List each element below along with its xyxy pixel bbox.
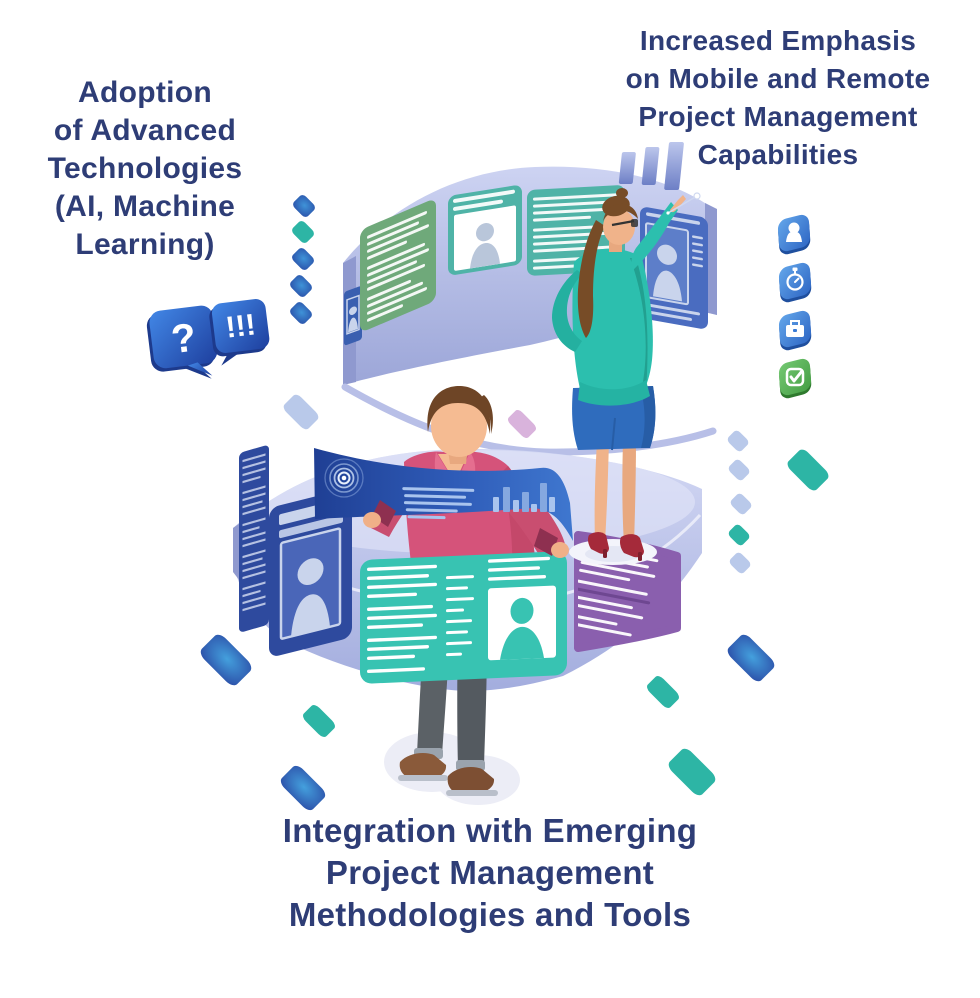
user-app-icon (777, 214, 811, 255)
stopwatch-app-icon (778, 262, 812, 303)
diamond-chain-left (290, 195, 315, 324)
briefcase-icon (786, 320, 804, 337)
exclamation-bubble: !!! (209, 299, 270, 366)
edge-photo-panel (344, 286, 362, 346)
bar-chart-icon (618, 142, 684, 190)
upper-band-front-rim (341, 383, 717, 456)
label-adoption-technologies: Adoption of Advanced Technologies (AI, M… (28, 74, 262, 264)
man-hands (363, 500, 569, 558)
teal-main-panel (360, 551, 567, 684)
diamond-accent (508, 410, 536, 438)
question-mark: ? (169, 316, 199, 363)
analytics-banner (314, 448, 573, 541)
glasses (611, 219, 635, 227)
navy-profile-panel (269, 489, 352, 656)
banner-text-lines (402, 487, 475, 520)
label-line: on Mobile and Remote (625, 63, 931, 94)
woman-figure (552, 188, 701, 565)
checkmark-icon (785, 367, 805, 387)
label-mobile-remote: Increased Emphasis on Mobile and Remote … (590, 22, 966, 174)
label-line: Project Management (638, 101, 918, 132)
diamond-accent (668, 748, 716, 796)
diamond-chain-right (727, 430, 752, 574)
pointing-hand (670, 195, 686, 213)
diamond-accent (283, 394, 319, 430)
striped-side-panel (239, 445, 269, 632)
checkmark-app-icon (778, 358, 812, 399)
label-line: Project Management (325, 854, 655, 891)
briefcase-app-icon (778, 310, 812, 351)
teal-photo-panel (448, 185, 522, 275)
upper-screen-carousel (341, 166, 717, 456)
label-line: Methodologies and Tools (288, 896, 692, 933)
label-line: Capabilities (697, 139, 859, 170)
diamond-accent (787, 449, 829, 491)
stopwatch-icon (786, 267, 804, 291)
question-bubble: ? (146, 305, 218, 379)
app-icon-column (777, 214, 812, 399)
diamond-accent (647, 676, 679, 708)
label-line: Increased Emphasis (639, 25, 917, 56)
diamond-accent (200, 634, 252, 686)
user-icon (786, 222, 802, 242)
touch-sparkle (666, 192, 701, 215)
exclamation-marks: !!! (224, 308, 258, 344)
label-integration-methodologies: Integration with Emerging Project Manage… (168, 810, 812, 936)
label-line: of Advanced (53, 114, 237, 147)
target-icon (324, 458, 364, 498)
banner-bar-chart (493, 483, 555, 512)
label-line: Technologies (47, 152, 243, 185)
lower-panels (239, 445, 681, 684)
label-line: (AI, Machine (54, 190, 236, 223)
diamond-accent (727, 634, 775, 682)
label-line: Integration with Emerging (282, 812, 698, 849)
diamond-accent (303, 705, 335, 737)
bottom-diamonds (200, 634, 775, 811)
green-screen-panel (360, 200, 436, 331)
diamond-accent (280, 765, 326, 811)
label-line: Learning) (75, 228, 215, 261)
label-line: Adoption (77, 76, 213, 109)
